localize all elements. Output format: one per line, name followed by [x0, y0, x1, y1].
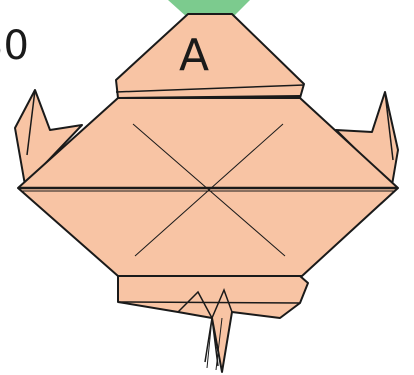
- flap-label-a: A: [179, 30, 209, 81]
- bottom-fold-line: [118, 302, 300, 303]
